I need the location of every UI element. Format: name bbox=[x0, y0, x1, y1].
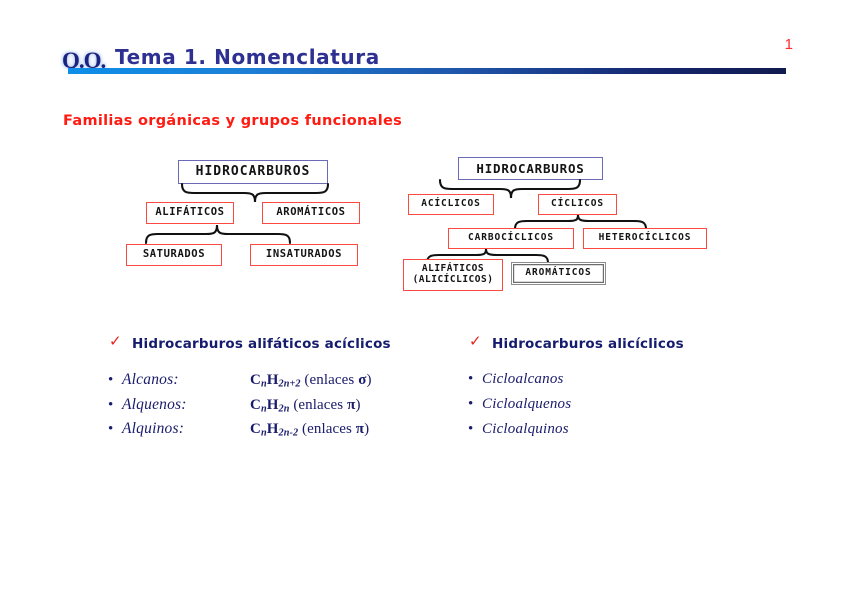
list-item: • Cicloalquinos bbox=[468, 421, 768, 438]
column-right-heading: ✓ Hidrocarburos alicíclicos bbox=[468, 332, 768, 353]
item-label: Cicloalcanos bbox=[482, 371, 564, 387]
bullet-icon: • bbox=[468, 396, 474, 412]
slide-header: Q.O. Tema 1. Nomenclatura 1 bbox=[0, 0, 848, 95]
list-item: • Alcanos: CnH2n+2 (enlaces σ) bbox=[108, 371, 448, 390]
section-heading: Familias orgánicas y grupos funcionales bbox=[63, 113, 403, 129]
page-number: 1 bbox=[784, 36, 793, 53]
item-formula: CnH2n-2 (enlaces π) bbox=[250, 421, 370, 439]
node-alicíclicos-line2: (ALICÍCLICOS) bbox=[412, 274, 494, 285]
node-alifaticos-alicíclicos: ALIFÁTICOS (ALICÍCLICOS) bbox=[403, 259, 503, 291]
diagram-hydrocarbons-saturation: HIDROCARBUROS ALIFÁTICOS AROMÁTICOS SATU… bbox=[120, 155, 390, 270]
item-label: Cicloalquenos bbox=[482, 396, 572, 412]
item-formula: CnH2n+2 (enlaces σ) bbox=[250, 372, 372, 390]
column-right-heading-text: Hidrocarburos alicíclicos bbox=[492, 336, 684, 352]
node-hidrocarburos-right: HIDROCARBUROS bbox=[458, 157, 603, 180]
node-aromaticos-left: AROMÁTICOS bbox=[262, 202, 360, 224]
node-heterociclicos: HETEROCÍCLICOS bbox=[583, 228, 707, 249]
node-alifaticos-line1: ALIFÁTICOS bbox=[421, 263, 485, 275]
column-hidrocarburos-aliciclicos-aciclicos: ✓ Hidrocarburos alifáticos acíclicos • A… bbox=[108, 332, 448, 445]
title-divider bbox=[68, 68, 786, 74]
node-carbociclicos: CARBOCÍCLICOS bbox=[448, 228, 574, 249]
brace-connector-right-1 bbox=[434, 178, 586, 199]
bullet-icon: • bbox=[468, 371, 474, 387]
item-formula: CnH2n (enlaces π) bbox=[250, 396, 361, 415]
bullet-icon: • bbox=[108, 372, 114, 388]
node-alifaticos-left: ALIFÁTICOS bbox=[146, 202, 234, 224]
bullet-icon: • bbox=[468, 421, 474, 437]
brace-connector-right-3 bbox=[422, 248, 554, 265]
column-left-heading-text: Hidrocarburos alifáticos acíclicos bbox=[132, 336, 391, 352]
node-hidrocarburos-left: HIDROCARBUROS bbox=[178, 160, 328, 184]
node-ciclicos: CÍCLICOS bbox=[538, 194, 617, 215]
bullet-icon: • bbox=[108, 396, 114, 413]
node-insaturados: INSATURADOS bbox=[250, 244, 358, 266]
item-label: Alquinos: bbox=[122, 420, 185, 438]
brace-connector-left-1 bbox=[176, 182, 334, 203]
list-item: • Alquinos: CnH2n-2 (enlaces π) bbox=[108, 420, 448, 439]
item-label: Cicloalquinos bbox=[482, 421, 569, 437]
list-item: • Cicloalquenos bbox=[468, 396, 768, 413]
item-label: Alquenos: bbox=[122, 395, 187, 413]
node-aciclicos: ACÍCLICOS bbox=[408, 194, 494, 215]
check-icon: ✓ bbox=[109, 332, 122, 350]
diagram-hydrocarbons-cyclicity: HIDROCARBUROS ACÍCLICOS CÍCLICOS CARBOCÍ… bbox=[398, 152, 728, 297]
brace-connector-left-2 bbox=[140, 224, 296, 245]
page-title: Tema 1. Nomenclatura bbox=[115, 45, 380, 69]
node-saturados: SATURADOS bbox=[126, 244, 222, 266]
node-aromaticos-right: AROMÁTICOS bbox=[511, 262, 606, 285]
check-icon: ✓ bbox=[469, 332, 482, 350]
brace-connector-right-2 bbox=[510, 214, 652, 231]
list-item: • Cicloalcanos bbox=[468, 371, 768, 388]
list-item: • Alquenos: CnH2n (enlaces π) bbox=[108, 396, 448, 415]
item-label: Alcanos: bbox=[122, 371, 179, 388]
bullet-icon: • bbox=[108, 421, 114, 438]
column-left-heading: ✓ Hidrocarburos alifáticos acíclicos bbox=[108, 332, 448, 353]
column-hidrocarburos-aliciclicos: ✓ Hidrocarburos alicíclicos • Cicloalcan… bbox=[468, 332, 768, 446]
